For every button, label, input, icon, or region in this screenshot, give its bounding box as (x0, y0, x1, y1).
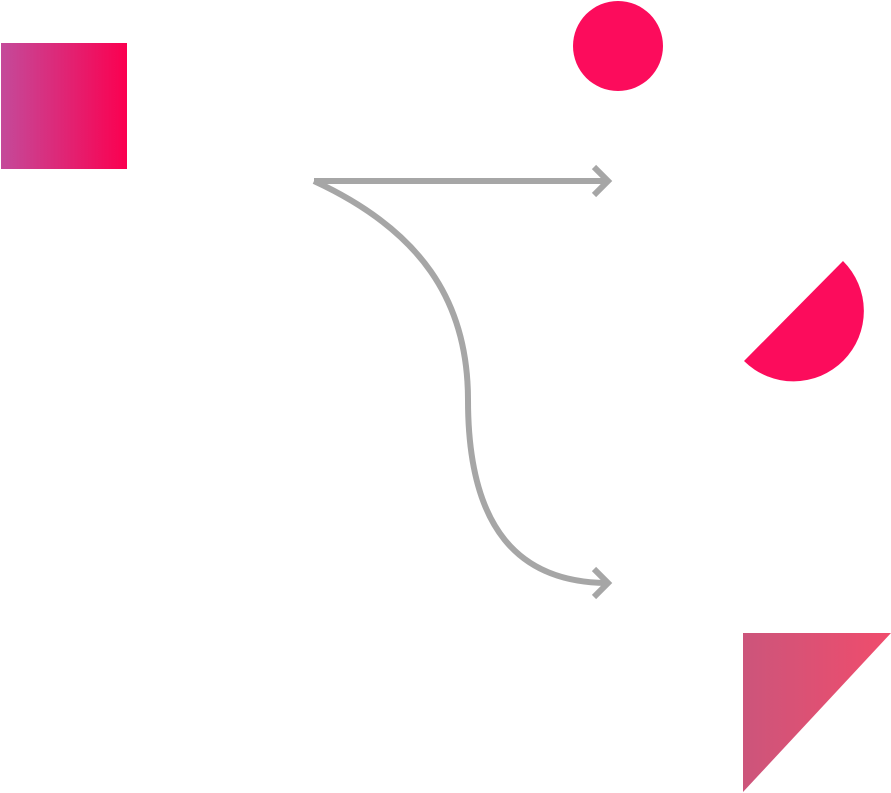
half-circle-shape (744, 261, 864, 382)
curved-arrow-line (312, 178, 607, 586)
right-arrow-icon (591, 164, 613, 198)
triangle-shape (743, 633, 891, 792)
curved-arrow (312, 178, 613, 600)
curved-arrow-icon (591, 566, 613, 600)
gradient-square-shape (1, 43, 127, 169)
straight-arrow (314, 164, 613, 198)
circle-shape (573, 1, 663, 91)
